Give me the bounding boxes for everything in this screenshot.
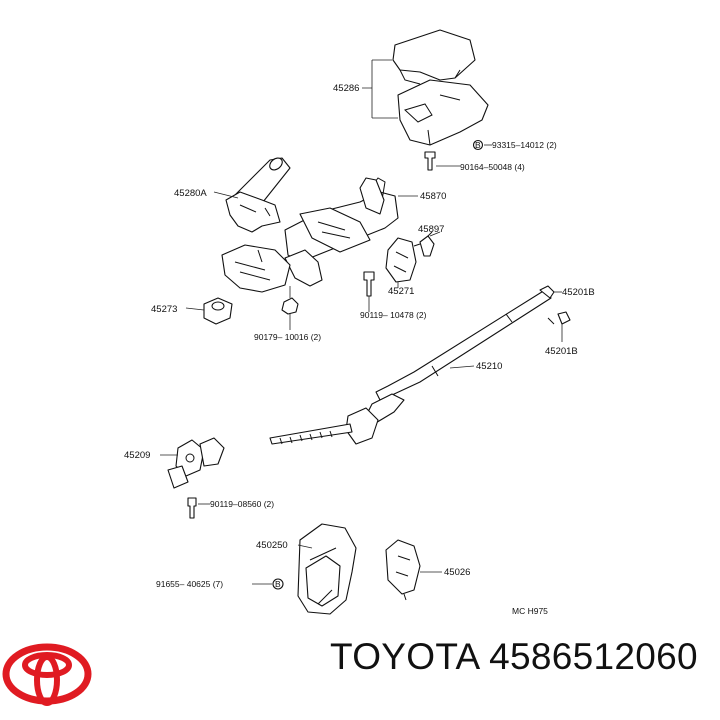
label-45870: 45870 <box>420 191 446 202</box>
column-cover-lower <box>397 79 489 146</box>
label-90119-10478: 90119– 10478 (2) <box>360 310 427 320</box>
drawing-code: MC H975 <box>512 606 548 616</box>
label-93315-14012: 93315–14012 (2) <box>492 140 557 150</box>
bolt-icon <box>413 231 435 257</box>
mounting-bracket <box>385 539 421 601</box>
universal-joint <box>167 437 225 489</box>
label-45271: 45271 <box>388 286 414 297</box>
bushing-icon <box>203 297 233 325</box>
intermediate-shaft <box>269 289 552 445</box>
label-45201B-bottom: 45201B <box>545 346 578 357</box>
label-91655-40625: 91655– 40625 (7) <box>156 579 223 589</box>
label-45273: 45273 <box>151 304 177 315</box>
label-450250: 450250 <box>256 540 288 551</box>
label-90119-08560: 90119–08560 (2) <box>210 499 274 509</box>
label-45280A: 45280A <box>174 188 207 199</box>
label-45210: 45210 <box>476 361 502 372</box>
brand-name: TOYOTA <box>330 636 479 677</box>
svg-text:B: B <box>475 140 481 150</box>
svg-text:B: B <box>275 579 281 589</box>
screw-icon: B <box>424 139 484 171</box>
column-clamp <box>225 157 291 233</box>
label-45201B-top: 45201B <box>562 287 595 298</box>
toyota-logo-icon <box>2 643 92 706</box>
label-90164-50048: 90164–50048 (4) <box>460 162 525 172</box>
column-lower-housing <box>221 244 291 293</box>
label-90179-10016: 90179– 10016 (2) <box>254 332 321 342</box>
nut-icon <box>281 286 299 315</box>
column-cover-upper <box>392 29 476 85</box>
bolt-icon <box>363 271 375 297</box>
label-45897: 45897 <box>418 224 444 235</box>
brand-and-part-number: TOYOTA 4586512060 <box>330 636 698 678</box>
tilt-bracket <box>385 237 417 283</box>
column-hole-cover <box>297 523 357 615</box>
label-45209: 45209 <box>124 450 150 461</box>
steering-column-body <box>284 177 399 287</box>
clip-icon: B <box>272 578 284 590</box>
part-number: 4586512060 <box>489 636 698 677</box>
label-45026: 45026 <box>444 567 470 578</box>
label-45286: 45286 <box>333 83 359 94</box>
bolt-icon <box>187 497 197 519</box>
